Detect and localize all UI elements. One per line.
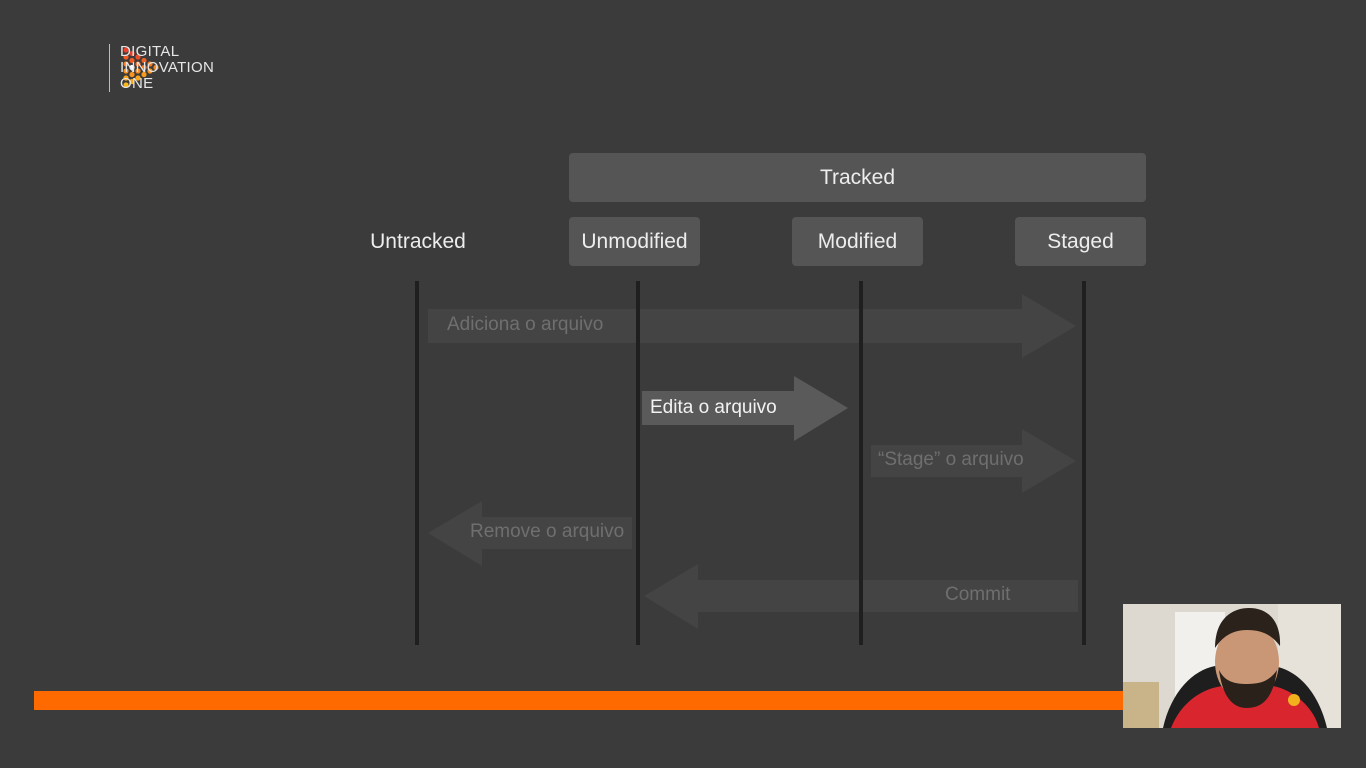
brand-line-3: ONE: [120, 75, 154, 92]
presenter-video-icon: [1123, 604, 1341, 728]
transition-label-stage: “Stage” o arquivo: [878, 449, 1024, 470]
arrow-edit-file: [642, 376, 848, 441]
transition-label-remove: Remove o arquivo: [470, 521, 625, 542]
brand-line-2: INNOVATION: [120, 59, 215, 76]
lifeline-unmodified: [636, 281, 640, 645]
brand-name: DIGITAL INNOVATION ONE: [120, 44, 214, 92]
arrow-remove-file: [428, 501, 632, 566]
transition-label-commit: Commit: [945, 584, 1011, 605]
lifeline-untracked: [415, 281, 419, 645]
video-progress-bar[interactable]: [34, 691, 1124, 710]
state-staged: Staged: [1015, 217, 1146, 266]
lifeline-modified: [859, 281, 863, 645]
presenter-webcam: [1123, 604, 1341, 728]
state-modified: Modified: [792, 217, 923, 266]
lifeline-staged: [1082, 281, 1086, 645]
state-unmodified: Unmodified: [569, 217, 700, 266]
digital-innovation-one-logo-icon: [123, 47, 159, 88]
transition-label-edit: Edita o arquivo: [650, 397, 777, 418]
state-untracked: Untracked: [370, 229, 466, 253]
logo-divider: [109, 44, 110, 92]
tracked-group-header: Tracked: [569, 153, 1146, 202]
arrow-add-file: [428, 294, 1076, 358]
arrow-stage-file: [871, 429, 1076, 493]
brand-line-1: DIGITAL: [120, 43, 180, 60]
transition-label-add: Adiciona o arquivo: [447, 314, 604, 335]
